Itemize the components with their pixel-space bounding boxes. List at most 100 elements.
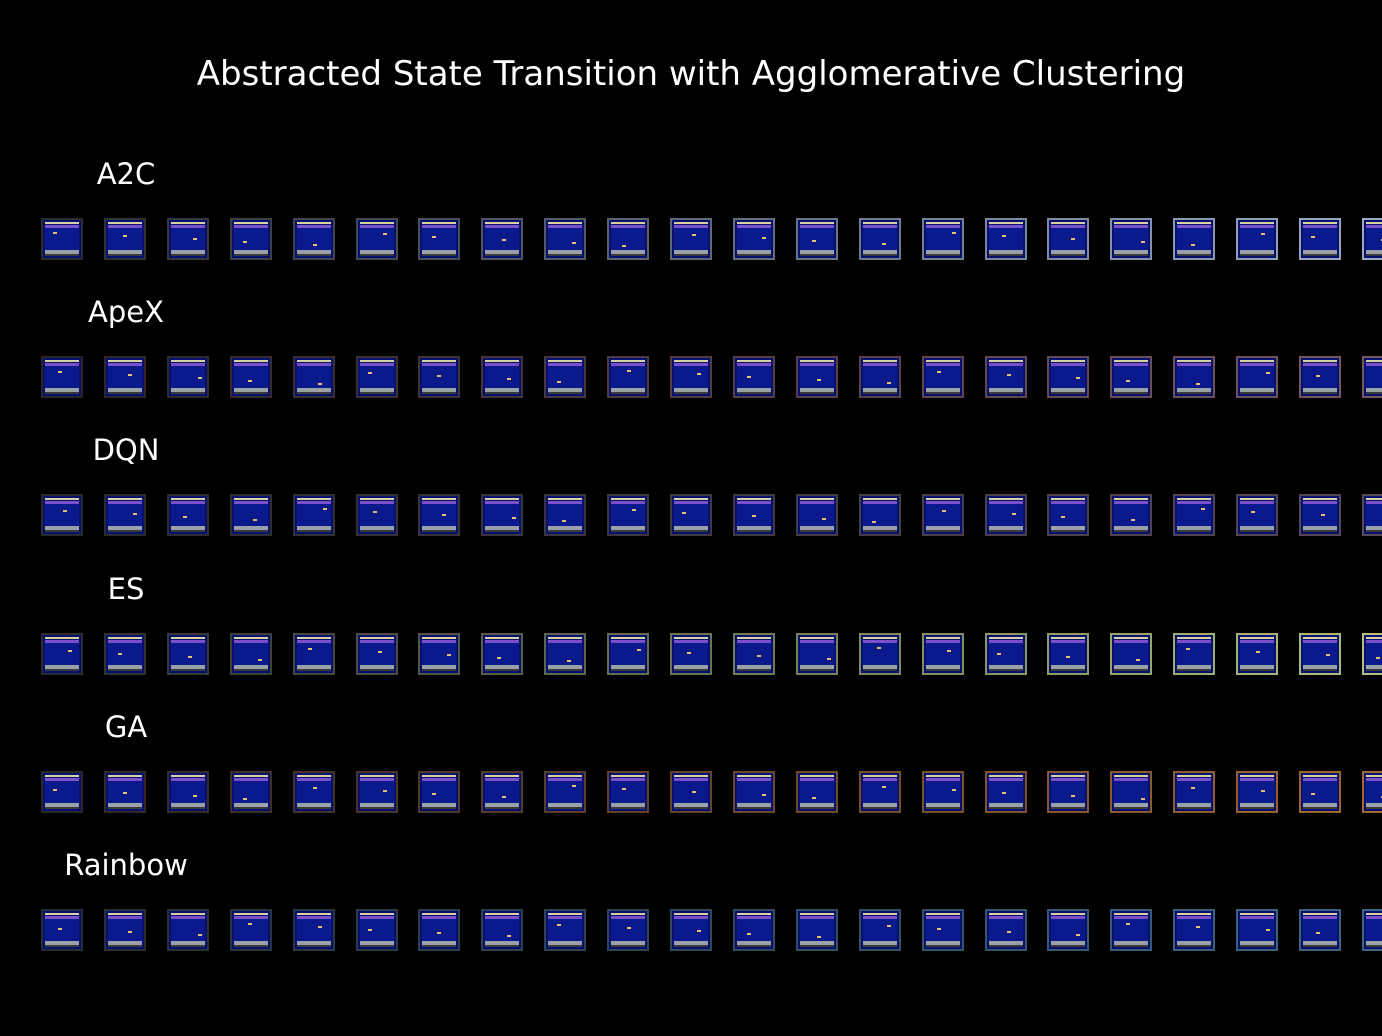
frame-water (485, 366, 519, 388)
frame-water (171, 504, 205, 526)
frame-seabed (297, 803, 331, 807)
frame-sky-top (1051, 913, 1085, 915)
frame-surface (422, 363, 456, 366)
frame-water (989, 504, 1023, 526)
frame-surface (1240, 363, 1274, 366)
frame-sky-top (485, 222, 519, 224)
frame-seabed-line (1114, 945, 1148, 947)
frame-surface (926, 640, 960, 643)
frame-water (611, 643, 645, 665)
frame-seabed-line (737, 392, 771, 394)
frame-water (1240, 643, 1274, 665)
state-frame-thumbnail (922, 356, 964, 398)
frame-seabed (422, 803, 456, 807)
frame-surface (360, 225, 394, 228)
frame-surface (1366, 363, 1382, 366)
frame-seabed-line (360, 669, 394, 671)
frame-seabed-line (171, 807, 205, 809)
frame-water (800, 919, 834, 941)
state-frame-thumbnail (481, 218, 523, 260)
frame-seabed (737, 941, 771, 945)
frame-sprite (872, 521, 876, 523)
frame-sky-top (45, 775, 79, 777)
state-frame-thumbnail (481, 909, 523, 951)
frame-water (360, 781, 394, 803)
frame-water (1114, 504, 1148, 526)
frame-seabed (863, 388, 897, 392)
frame-seabed (1240, 526, 1274, 530)
frame-surface (1366, 501, 1382, 504)
state-frame-thumbnail (1299, 494, 1341, 536)
frame-sky-top (611, 498, 645, 500)
frame-seabed-line (422, 392, 456, 394)
frame-seabed (234, 941, 268, 945)
frame-sky-top (863, 360, 897, 362)
frame-sky-top (485, 637, 519, 639)
frame-sprite (762, 794, 766, 796)
frame-seabed-line (1177, 530, 1211, 532)
frame-sky-top (360, 222, 394, 224)
state-frame-thumbnail (922, 909, 964, 951)
frame-sky-top (1114, 637, 1148, 639)
frame-sky-top (1366, 913, 1382, 915)
state-frame-thumbnail (230, 494, 272, 536)
frame-seabed (485, 941, 519, 945)
frame-seabed (989, 250, 1023, 254)
frame-seabed-line (422, 530, 456, 532)
frame-surface (737, 778, 771, 781)
frame-seabed-line (360, 530, 394, 532)
frame-sprite (1071, 795, 1075, 797)
frame-sky-top (1366, 222, 1382, 224)
frame-seabed (1114, 803, 1148, 807)
frame-seabed-line (800, 945, 834, 947)
frame-sky-top (926, 222, 960, 224)
frame-water (1366, 643, 1382, 665)
frame-sprite (627, 370, 631, 372)
frame-sky-top (548, 498, 582, 500)
frame-seabed-line (297, 254, 331, 256)
frame-seabed-line (737, 669, 771, 671)
frame-surface (45, 501, 79, 504)
frame-water (171, 919, 205, 941)
frame-surface (989, 363, 1023, 366)
state-frame-thumbnail (418, 633, 460, 675)
frame-surface (674, 640, 708, 643)
frame-water (1240, 228, 1274, 250)
row-label-dqn: DQN (92, 433, 160, 467)
frame-seabed-line (108, 254, 142, 256)
frame-water (989, 228, 1023, 250)
frame-seabed-line (1240, 254, 1274, 256)
frame-surface (548, 225, 582, 228)
frame-sky-top (611, 360, 645, 362)
frame-sky-top (674, 913, 708, 915)
frame-surface (1114, 501, 1148, 504)
frame-seabed (989, 388, 1023, 392)
frame-sprite (373, 511, 377, 513)
state-frame-thumbnail (1236, 633, 1278, 675)
frame-water (548, 366, 582, 388)
frame-seabed-line (45, 392, 79, 394)
frame-surface (108, 501, 142, 504)
frame-water (1114, 919, 1148, 941)
state-frame-thumbnail (1110, 218, 1152, 260)
frame-seabed-line (297, 530, 331, 532)
frame-sky-top (1051, 360, 1085, 362)
frame-seabed-line (1051, 392, 1085, 394)
frame-seabed (1177, 803, 1211, 807)
frame-seabed-line (611, 669, 645, 671)
row-label-rainbow: Rainbow (64, 848, 188, 882)
frame-surface (737, 501, 771, 504)
frame-surface (108, 916, 142, 919)
frame-sprite (1251, 511, 1255, 513)
frame-sky-top (108, 498, 142, 500)
frame-surface (485, 916, 519, 919)
frame-sprite (1141, 798, 1145, 800)
frame-sprite (1071, 238, 1075, 240)
frame-seabed (45, 665, 79, 669)
frame-water (422, 228, 456, 250)
frame-seabed-line (611, 530, 645, 532)
frame-sprite (822, 518, 826, 520)
frame-water (989, 366, 1023, 388)
frame-surface (297, 225, 331, 228)
frame-sky-top (989, 360, 1023, 362)
